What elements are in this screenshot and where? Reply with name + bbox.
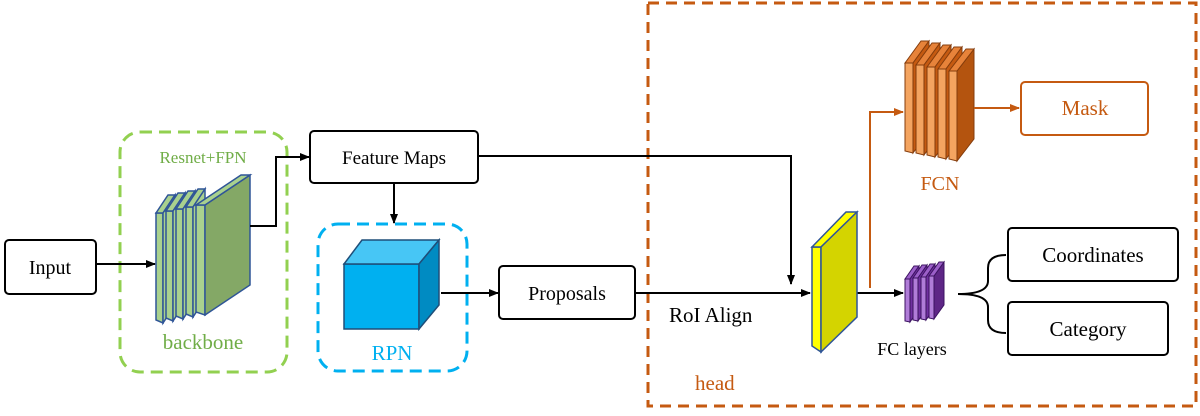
input-box (4, 239, 97, 295)
coordinates-label: Coordinates (1042, 243, 1143, 267)
backbone-group (118, 130, 289, 374)
rpn-cube (342, 237, 441, 332)
roi-align-label: RoI Align (669, 303, 753, 327)
backbone-label: backbone (163, 330, 243, 354)
fcn-label: FCN (921, 173, 960, 195)
head-label: head (695, 371, 735, 395)
coordinates-box (1007, 227, 1179, 282)
fc-layers-label: FC layers (877, 339, 947, 359)
output-brace (957, 254, 1007, 334)
arrow-feature-maps-to-roi (478, 155, 795, 285)
mask-box (1020, 81, 1149, 136)
rpn-label: RPN (372, 341, 413, 365)
roi-feature-map (810, 210, 859, 354)
mask-label: Mask (1062, 96, 1109, 120)
rpn-group (316, 222, 469, 373)
category-label: Category (1050, 317, 1127, 341)
arrow-backbone-to-feature-maps (250, 153, 310, 227)
arrow-roi-to-fcn (869, 108, 904, 288)
backbone-layers (154, 173, 253, 326)
category-box (1007, 301, 1169, 356)
fcn-layers (904, 39, 976, 163)
head-group (646, 1, 1198, 408)
feature-maps-label: Feature Maps (342, 148, 446, 169)
backbone-group-label: Resnet+FPN (159, 148, 246, 167)
fc-layers (904, 260, 945, 324)
input-label: Input (29, 257, 72, 279)
proposals-label: Proposals (528, 283, 606, 305)
